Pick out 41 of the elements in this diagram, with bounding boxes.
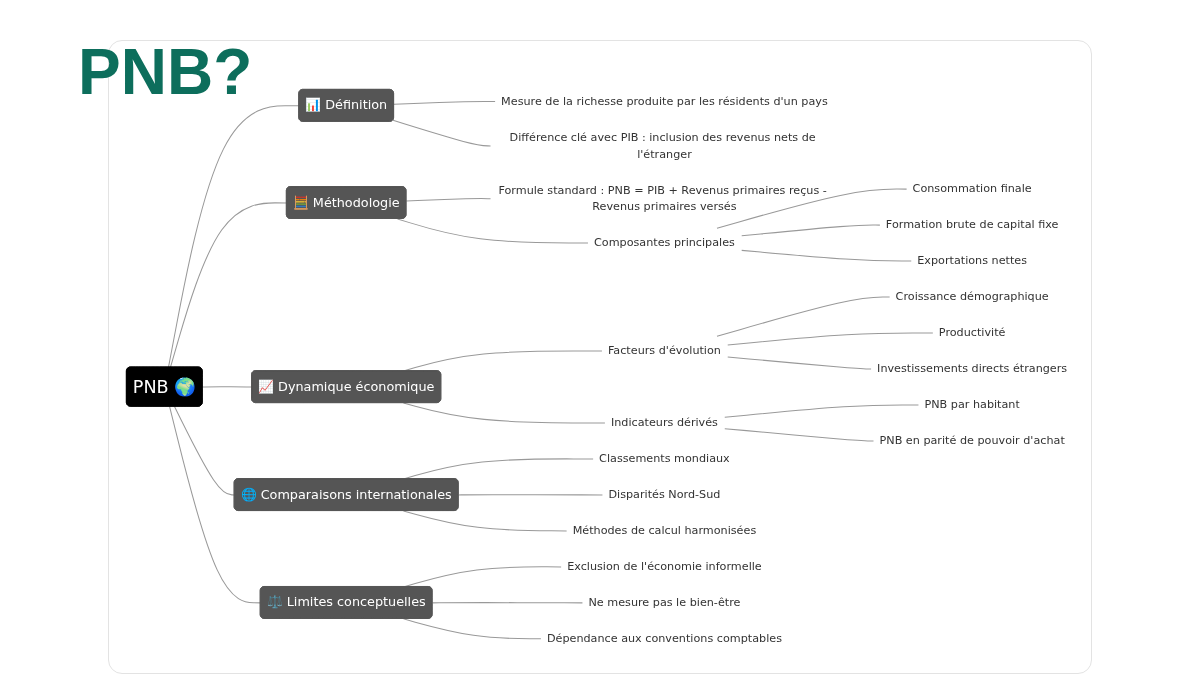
node-text: Méthodes de calcul harmonisées — [572, 523, 757, 537]
connector — [392, 120, 492, 147]
connector — [173, 406, 236, 496]
node-text: PNB par habitant — [924, 397, 1020, 411]
connector — [727, 356, 872, 370]
connector — [402, 402, 606, 424]
node-text: PNB en parité de pouvoir d'achat — [879, 433, 1065, 447]
connector — [716, 296, 891, 337]
node-text: Mesure de la richesse produite par les résidents d'un pays — [501, 94, 828, 108]
node-text: Investissements directs étrangers — [877, 362, 1068, 375]
node-text: Dépendance aux conventions comptables — [546, 631, 782, 645]
connector — [397, 218, 589, 244]
connector — [458, 494, 603, 496]
node-text: Composantes principales — [593, 236, 735, 249]
connector — [716, 188, 908, 229]
connector — [202, 386, 253, 388]
connector — [402, 510, 568, 532]
connector — [741, 224, 881, 237]
connector — [393, 101, 496, 105]
node-text: Facteurs d'évolution — [607, 344, 721, 357]
connector — [169, 202, 288, 369]
connector — [431, 602, 583, 604]
connector — [167, 105, 300, 369]
connector — [405, 198, 492, 202]
node-text: Formule standard : PNB = PIB + Revenus primaires reçus - Revenus primaires versés — [498, 183, 827, 213]
node-text: Exclusion de l'économie informelle — [567, 559, 762, 573]
node-text: Exportations nettes — [917, 254, 1028, 267]
node-text: Ne mesure pas le bien-être — [588, 595, 741, 609]
node-text: Indicateurs dérivés — [610, 415, 718, 429]
node-text: Productivité — [938, 326, 1006, 339]
connector — [724, 428, 875, 442]
connector — [741, 250, 912, 262]
node-text: Disparités Nord-Sud — [608, 487, 721, 501]
connector — [727, 332, 934, 346]
node-text: Croissance démographique — [895, 290, 1049, 303]
node-text: Classements mondiaux — [599, 451, 730, 465]
node-text: Formation brute de capital fixe — [885, 218, 1059, 231]
node-text: Différence clé avec PIB : inclusion des revenus nets de l'étranger — [509, 130, 816, 161]
node-text: Consommation finale — [912, 182, 1032, 195]
connector — [724, 404, 919, 418]
connector — [169, 406, 262, 604]
